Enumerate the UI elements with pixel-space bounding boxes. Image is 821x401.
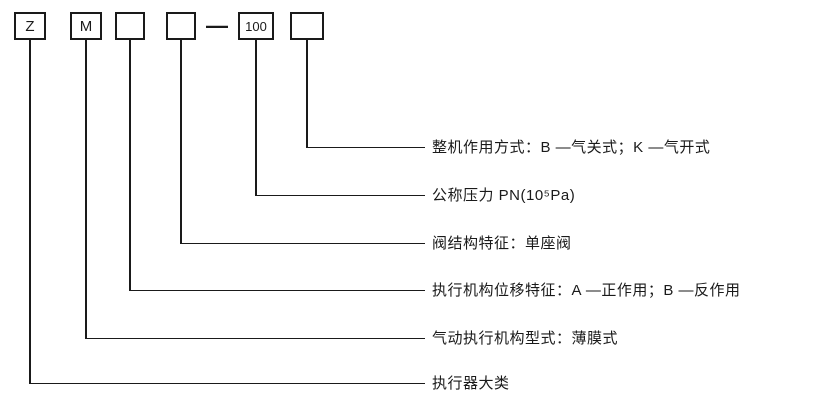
connector-vline-actuator-type <box>85 40 87 339</box>
callout-valve-structure: 阀结构特征：单座阀 <box>432 235 572 252</box>
callout-actuator-class: 执行器大类 <box>432 375 510 392</box>
connector-vline-valve-structure <box>180 40 182 244</box>
connector-vline-pressure <box>255 40 257 196</box>
connector-vline-displacement <box>129 40 131 291</box>
code-box-actuator-type: M <box>70 12 102 40</box>
connector-hline-valve-structure <box>180 242 425 244</box>
connector-vline-action-mode <box>306 40 308 148</box>
connector-hline-action-mode <box>306 146 425 148</box>
callout-actuator-type: 气动执行机构型式：薄膜式 <box>432 330 619 347</box>
code-separator-dash: — <box>206 13 228 38</box>
connector-hline-actuator-class <box>29 382 425 384</box>
callout-displacement: 执行机构位移特征：A —正作用；B —反作用 <box>432 282 741 299</box>
connector-hline-pressure <box>255 194 425 196</box>
code-box-action-mode <box>290 12 324 40</box>
code-box-valve-structure <box>166 12 196 40</box>
connector-hline-actuator-type <box>85 337 425 339</box>
callout-pressure: 公称压力 PN(10⁵Pa) <box>432 187 576 204</box>
connector-hline-displacement <box>129 289 425 291</box>
connector-vline-actuator-class <box>29 40 31 384</box>
callout-action-mode: 整机作用方式：B —气关式；K —气开式 <box>432 139 711 156</box>
code-box-displacement <box>115 12 145 40</box>
code-box-actuator-class: Z <box>14 12 46 40</box>
code-box-pressure: 100 <box>238 12 274 40</box>
